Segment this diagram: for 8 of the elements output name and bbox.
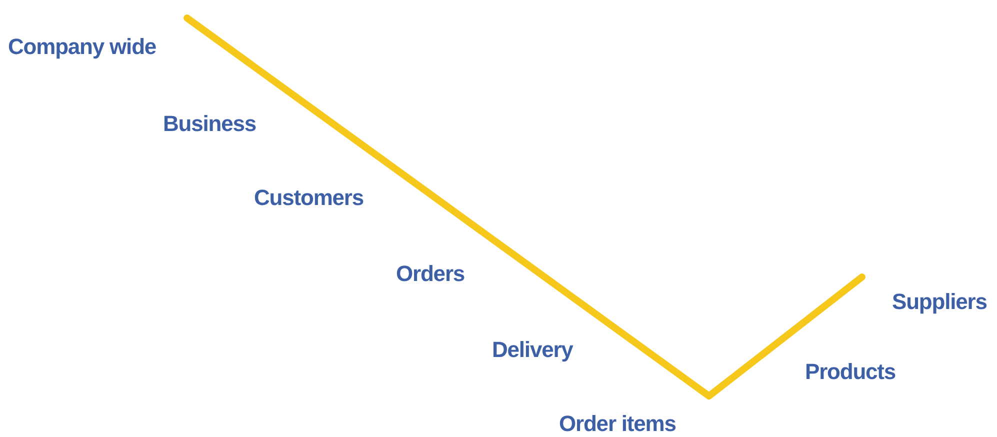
level-label: Products xyxy=(805,359,896,385)
level-label: Orders xyxy=(396,261,465,287)
level-label: Delivery xyxy=(492,337,573,363)
level-label: Order items xyxy=(559,411,676,437)
level-label: Suppliers xyxy=(892,289,987,315)
level-label: Company wide xyxy=(8,34,156,60)
level-label: Business xyxy=(163,111,256,137)
level-label: Customers xyxy=(254,185,364,211)
